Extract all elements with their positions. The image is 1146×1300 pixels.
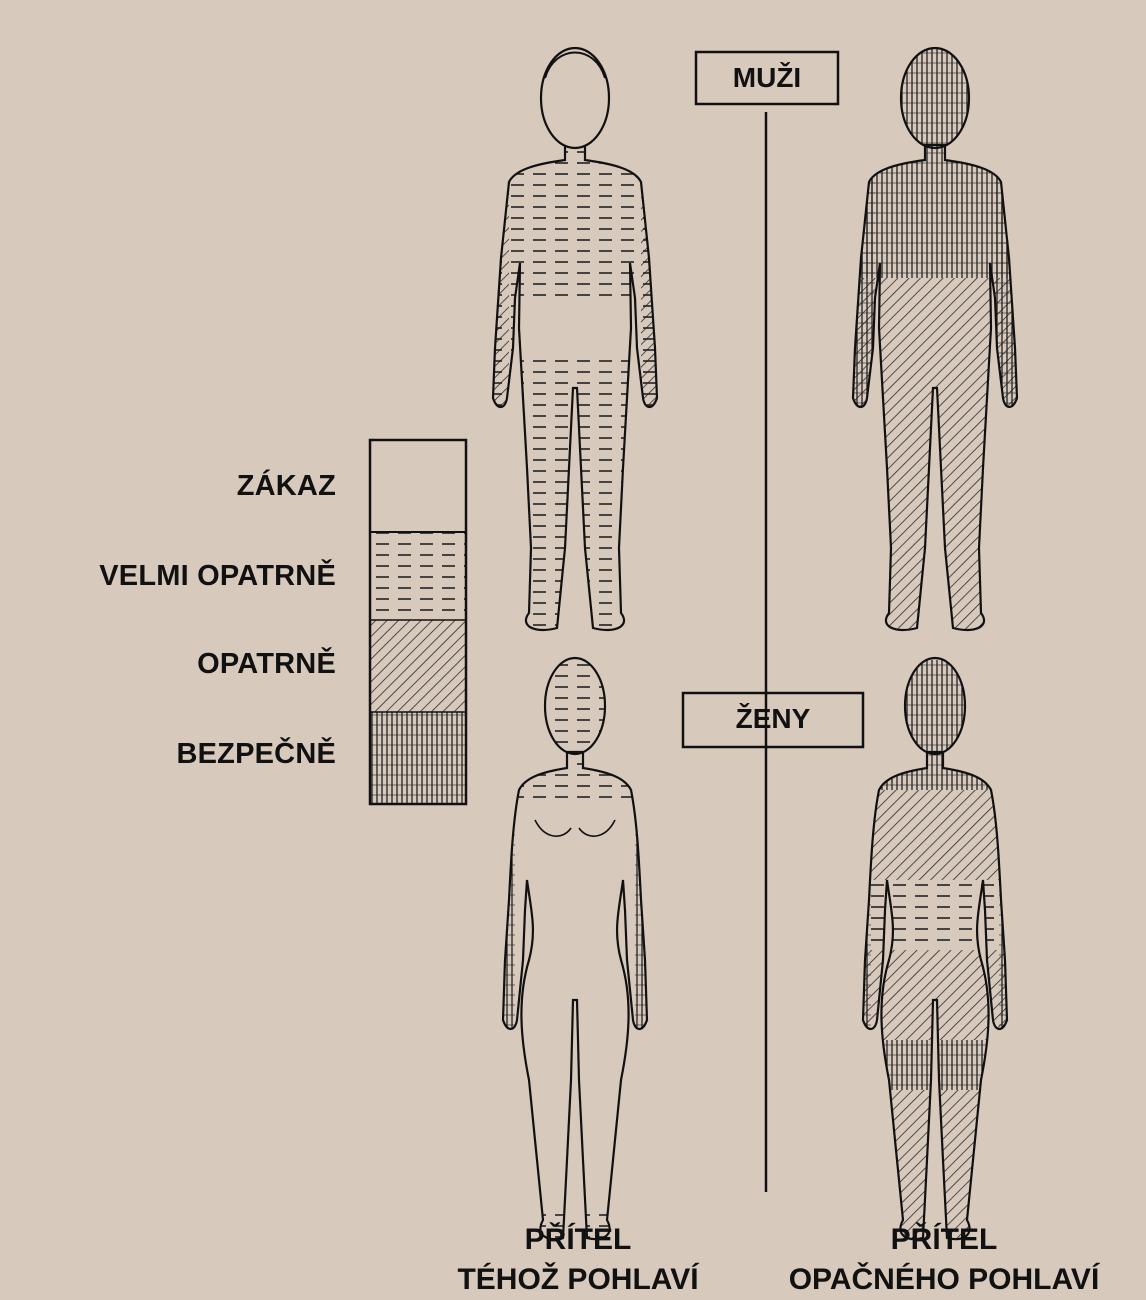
legend-label-opatrne: OPATRNĚ [197, 648, 336, 681]
legend-swatch-vert [370, 712, 466, 804]
legend-label-bezpecne: BEZPEČNĚ [176, 738, 336, 771]
column-label-same-sex-line2: TÉHOŽ POHLAVÍ [378, 1260, 778, 1300]
section-label-men: MUŽI [687, 62, 847, 94]
column-label-opposite-sex: PŘÍTEL OPAČNÉHO POHLAVÍ [744, 1220, 1144, 1300]
legend-label-zakaz: ZÁKAZ [237, 470, 336, 503]
section-label-women: ŽENY [693, 703, 853, 735]
figure-female-same-sex [475, 658, 675, 1260]
figure-male-same-sex [475, 48, 675, 648]
figure-female-opposite-sex [835, 658, 1035, 1250]
legend-swatch-none [370, 440, 466, 532]
legend-swatch-diag [370, 620, 466, 712]
figure-male-opposite-sex [835, 48, 1035, 648]
legend-label-velmi-opatrne: VELMI OPATRNĚ [99, 560, 336, 593]
column-label-opposite-sex-line1: PŘÍTEL [744, 1220, 1144, 1260]
column-label-opposite-sex-line2: OPAČNÉHO POHLAVÍ [744, 1260, 1144, 1300]
column-label-same-sex: PŘÍTEL TÉHOŽ POHLAVÍ [378, 1220, 778, 1300]
column-label-same-sex-line1: PŘÍTEL [378, 1220, 778, 1260]
legend-swatch-dash [370, 532, 466, 620]
legend-bar [370, 440, 466, 804]
